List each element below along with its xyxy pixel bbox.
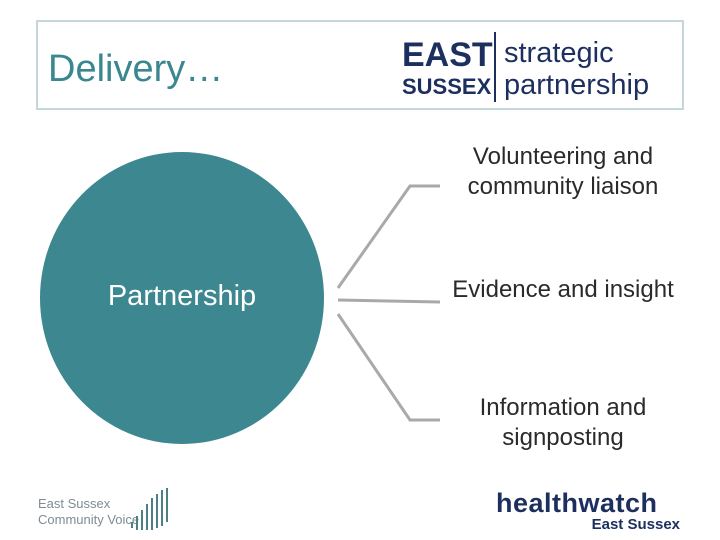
connector-to-node-2 xyxy=(337,298,441,304)
logo-divider xyxy=(494,32,496,102)
cv-line1: East Sussex xyxy=(38,496,111,511)
east-sussex-community-voice-logo: East Sussex Community Voice xyxy=(36,486,176,532)
cv-line2: Community Voice xyxy=(38,512,140,527)
node-information: Information and signposting xyxy=(479,394,647,451)
logo-strategic-text: strategic xyxy=(504,37,614,69)
slide-title: Delivery… xyxy=(48,48,224,90)
center-label: Partnership xyxy=(107,280,257,312)
connector-to-node-1 xyxy=(336,184,440,289)
logo-east-text: EAST xyxy=(402,36,493,74)
logo-partnership-text: partnership xyxy=(504,69,649,101)
soundwave-icon xyxy=(131,488,168,530)
healthwatch-subtitle: East Sussex xyxy=(591,516,680,533)
partnership-circle: Partnership xyxy=(40,152,324,444)
connector-to-node-3 xyxy=(336,313,440,422)
east-sussex-strategic-partnership-logo: EAST SUSSEX strategic partnership xyxy=(402,32,649,102)
title-banner: Delivery… EAST SUSSEX strategic partners… xyxy=(36,20,684,110)
logo-sussex-text: SUSSEX xyxy=(402,74,492,99)
healthwatch-logo: healthwatch East Sussex xyxy=(496,488,686,534)
healthwatch-wordmark: healthwatch xyxy=(496,488,658,518)
node-volunteering: Volunteering and community liaison xyxy=(467,143,659,200)
node-evidence: Evidence and insight xyxy=(452,276,674,303)
